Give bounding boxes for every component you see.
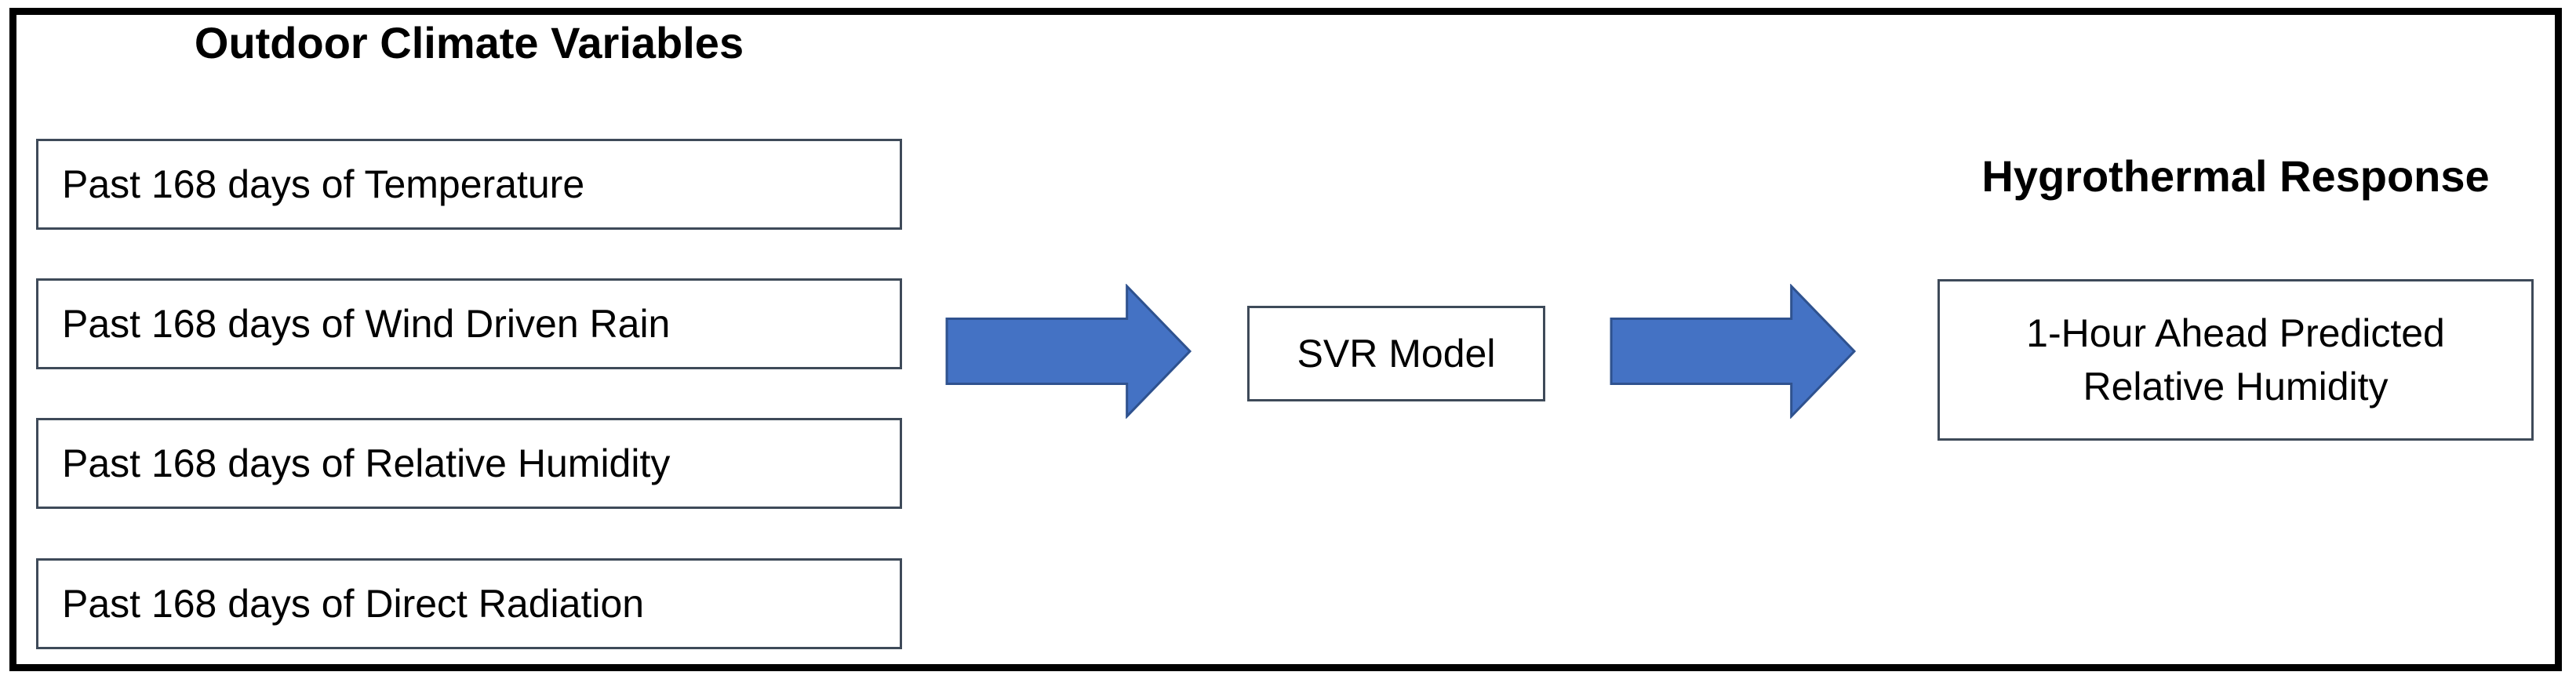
input-node-label: Past 168 days of Direct Radiation [62, 582, 645, 626]
flow-arrow-inputs-to-model-icon [945, 284, 1192, 419]
output-node-label-line2: Relative Humidity [2083, 365, 2389, 409]
input-node-label: Past 168 days of Temperature [62, 162, 585, 206]
input-node-relative-humidity: Past 168 days of Relative Humidity [36, 418, 902, 509]
arrow-shape [945, 284, 1192, 419]
input-group-title: Outdoor Climate Variables [194, 18, 744, 67]
model-node-label: SVR Model [1297, 332, 1496, 376]
arrow-shape [1610, 284, 1857, 419]
input-node-label: Past 168 days of Wind Driven Rain [62, 302, 671, 346]
input-node-temperature: Past 168 days of Temperature [36, 139, 902, 230]
input-node-wind-driven-rain: Past 168 days of Wind Driven Rain [36, 278, 902, 369]
model-node: SVR Model [1247, 306, 1545, 401]
flow-arrow-model-to-output-icon [1610, 284, 1857, 419]
output-node-label-line1: 1-Hour Ahead Predicted [2026, 311, 2445, 355]
output-node-predicted-relative-humidity: 1-Hour Ahead Predicted Relative Humidity [1937, 279, 2534, 441]
input-node-direct-radiation: Past 168 days of Direct Radiation [36, 558, 902, 649]
output-group-title: Hygrothermal Response [1981, 151, 2490, 201]
input-node-label: Past 168 days of Relative Humidity [62, 441, 671, 485]
